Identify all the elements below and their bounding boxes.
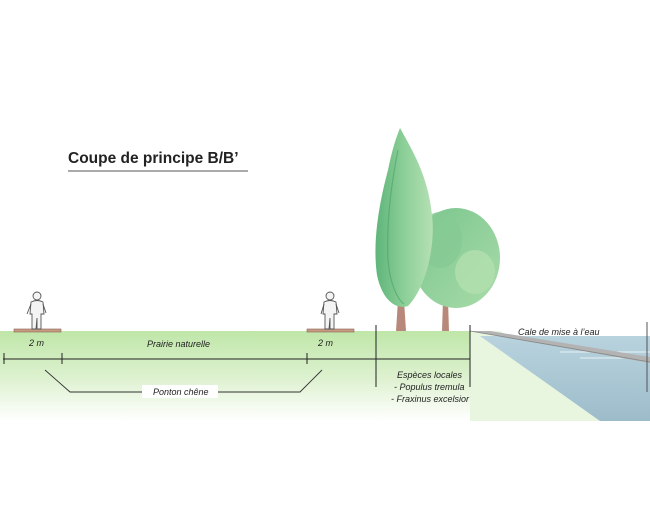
- cypress-trunk: [396, 300, 406, 331]
- ponton-label: Ponton chêne: [153, 387, 209, 397]
- ponton-label-bg: [142, 385, 218, 398]
- person-right: [320, 291, 340, 330]
- grass-ground: [0, 331, 470, 421]
- species-heading: Espèces locales: [397, 370, 463, 380]
- person-left: [26, 291, 47, 330]
- species-item-fraxinus: - Fraxinus excelsior: [391, 394, 470, 404]
- species-item-populus: - Populus tremula: [394, 382, 465, 392]
- round-tree-trunk: [442, 300, 449, 331]
- water-body: [480, 336, 650, 421]
- dimension-ticks: [3, 325, 471, 387]
- dimension-right-2m: 2 m: [317, 338, 334, 348]
- dimension-prairie: Prairie naturelle: [147, 339, 210, 349]
- cale-label: Cale de mise à l’eau: [518, 327, 600, 337]
- dimension-left-2m: 2 m: [28, 338, 45, 348]
- diagram-title: Coupe de principe B/B’: [68, 150, 239, 167]
- slipway-edge: [469, 330, 650, 363]
- cypress-canopy: [375, 128, 433, 307]
